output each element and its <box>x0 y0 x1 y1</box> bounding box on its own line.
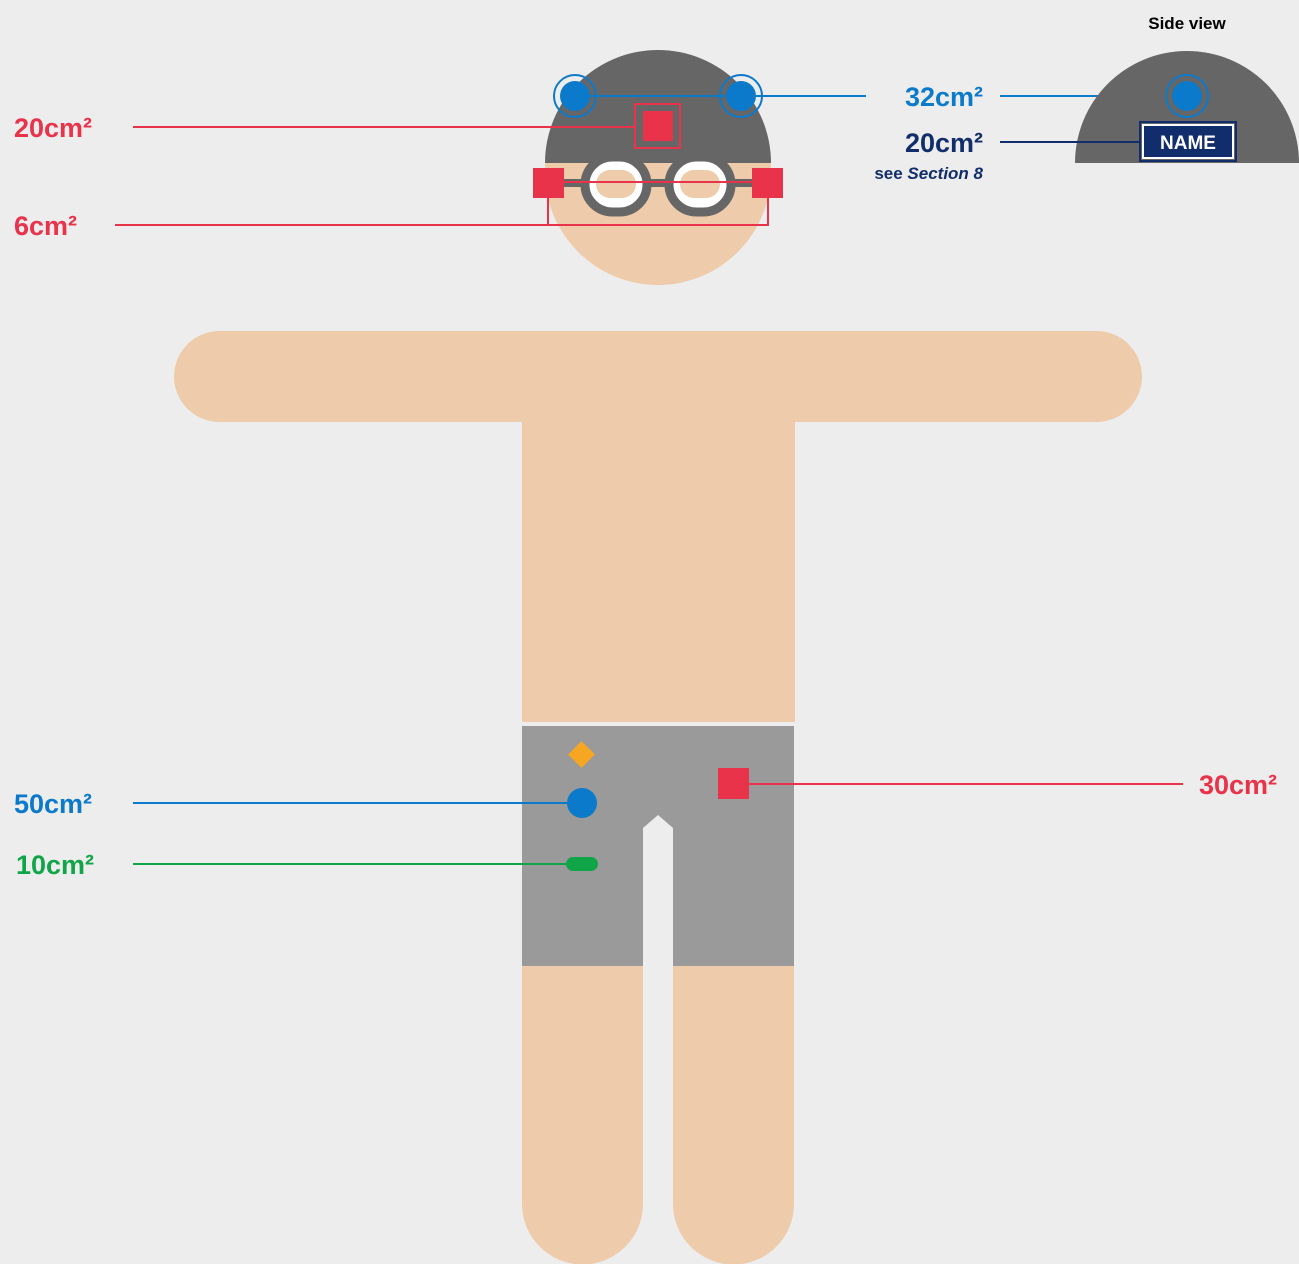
right-leg <box>673 940 794 1264</box>
name-area-note-ref: Section 8 <box>907 164 983 183</box>
name-area-note: see Section 8 <box>874 164 983 183</box>
side-view: Side view NAME <box>1000 14 1299 163</box>
name-area-note-prefix: see <box>874 164 907 183</box>
blue-circle-icon <box>1172 81 1202 111</box>
arms <box>174 331 1142 422</box>
red-square-icon <box>752 168 783 198</box>
trunks-small-mark-label: 10cm² <box>16 850 94 880</box>
torso <box>522 412 795 722</box>
swim-trunks <box>522 726 794 966</box>
side-view-title: Side view <box>1148 14 1226 33</box>
swimmer-figure <box>174 50 1142 1264</box>
name-tag-label: NAME <box>1160 133 1216 154</box>
trunks-left-logo-label: 50cm² <box>14 789 92 819</box>
red-square-icon <box>533 168 564 198</box>
red-square-icon <box>643 111 673 141</box>
cap-logos-label: 32cm² <box>905 82 983 112</box>
trunks-right-logo-label: 30cm² <box>1199 770 1277 800</box>
cap-front-logo-label: 20cm² <box>14 113 92 143</box>
name-area-label: 20cm² <box>905 128 983 158</box>
left-leg <box>522 940 643 1264</box>
goggle-strap-label: 6cm² <box>14 211 77 241</box>
